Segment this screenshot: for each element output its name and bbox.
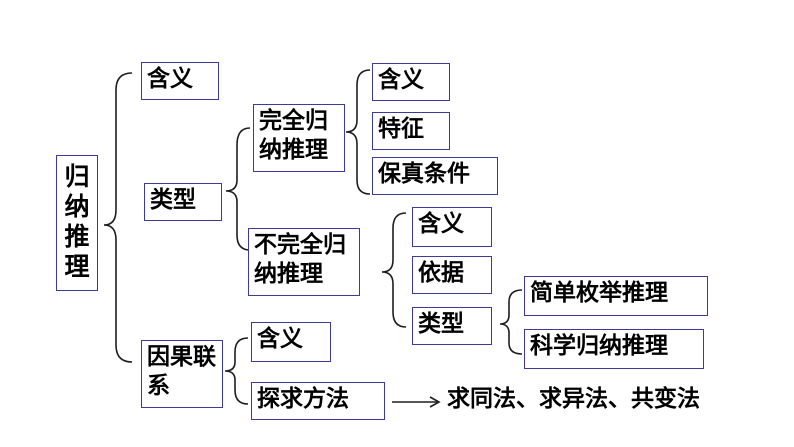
complete-feature-node: 特征 xyxy=(372,112,450,150)
causal-brace xyxy=(224,337,249,405)
arrow-head xyxy=(429,396,441,408)
complete-brace xyxy=(345,69,371,195)
causal-method-node: 探求方法 xyxy=(251,382,385,420)
types-node: 类型 xyxy=(144,183,222,221)
incomplete-basis-node: 依据 xyxy=(412,256,492,294)
complete-meaning-node: 含义 xyxy=(372,63,450,101)
incomplete-brace xyxy=(381,212,407,328)
incomplete-types-brace xyxy=(499,289,523,355)
complete-induction-node: 完全归纳推理 xyxy=(253,104,345,172)
causal-meaning-node: 含义 xyxy=(251,322,331,362)
simple-enumeration-node: 简单枚举推理 xyxy=(524,276,708,316)
types-brace xyxy=(225,127,251,251)
root-node: 归纳推理 xyxy=(56,155,98,291)
scientific-induction-node: 科学归纳推理 xyxy=(524,329,704,369)
incomplete-types-node: 类型 xyxy=(412,307,492,345)
root-brace xyxy=(103,72,133,363)
incomplete-induction-node: 不完全归纳推理 xyxy=(248,228,360,296)
incomplete-meaning-node: 含义 xyxy=(412,207,492,247)
truth-condition-node: 保真条件 xyxy=(372,157,498,195)
methods-result-label: 求同法、求异法、共变法 xyxy=(447,386,700,412)
causal-node: 因果联系 xyxy=(141,340,223,408)
meaning-node: 含义 xyxy=(141,62,219,100)
